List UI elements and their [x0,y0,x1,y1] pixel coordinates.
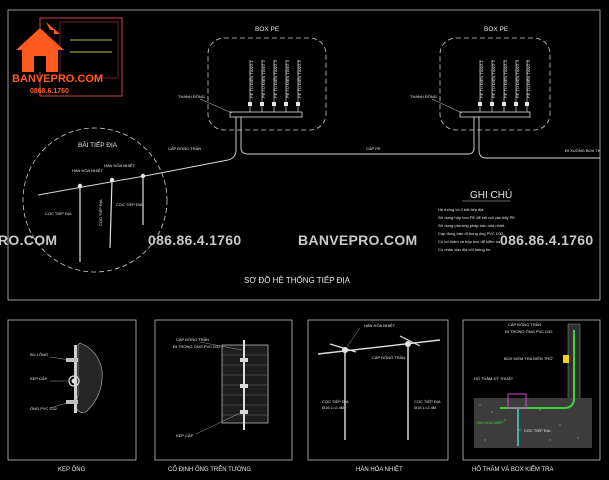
brand-phone: 0868.6.1760 [30,88,69,95]
circuit-labels-right: PE TỦ ĐIỆN TẦNG 1 PE TỦ ĐIỆN TẦNG 2 PE T… [479,59,531,98]
circuit-labels-left: PE TỦ ĐIỆN TẦNG 1 PE TỦ ĐIỆN TẦNG 2 PE T… [249,59,302,98]
note-item: Sử dụng phương pháp hàn hóa nhiệt. [438,223,505,228]
han-hoa-nhiet-2-label: HÀN HÓA NHIỆT [104,163,136,168]
note-item: Hệ thống có 4 bãi tiếp địa. [438,207,484,212]
ho-tham-label: HÀN HÓA NHIỆT [476,420,505,425]
coc-tiep-dia-3-label: CỌC TIẾP ĐỊA [116,202,143,207]
circuit-label: PE TỦ ĐIỆN TẦNG 3 [503,59,508,98]
note-item: Cáp đồng trần đi trong ống PVC D32. [438,231,505,236]
main-title: SƠ ĐỒ HỆ THỐNG TIẾP ĐỊA [244,275,351,285]
watermark-left: RO.COM [0,232,57,248]
detail-ho-tham: CÁP ĐỒNG TRẦN ĐI TRONG ỐNG PVC D32 BOX K… [462,319,601,473]
brand-name: BANVEPRO.COM [12,73,103,85]
ho-tham-label: CÁP ĐỒNG TRẦN [508,322,541,327]
co-dinh-label: CÁP ĐỒNG TRẦN [176,337,209,342]
ho-tham-label: HỐ THĂM KỸ THUẬT [474,376,514,381]
coc-tiep-dia-1-label: CỌC TIẾP ĐỊA [45,211,72,216]
ho-tham-label: BOX KIỂM TRA ĐIỆN TRỞ [504,356,553,361]
kep-ong-label: ỐNG PVC D32 [30,406,58,411]
han-hoa-label: CỌC TIẾP ĐỊA [414,399,441,404]
han-hoa-label: CỌC TIẾP ĐỊA [322,399,349,404]
circuit-label: PE TỦ ĐIỆN TẦNG 2 [491,59,496,98]
circuit-label: PE TỦ ĐIỆN TẦNG 5 [526,59,531,98]
co-dinh-label: KẸP CẤP [176,433,194,438]
detail-kep-ong: BU LÔNG KẸP CẤP ỐNG PVC D32 KẸP ỐNG [7,319,137,473]
han-hoa-title: HÀN HÓA NHIỆT [356,465,403,473]
detail-han-hoa-nhiet: HÀN HÓA NHIỆT CÁP ĐỒNG TRẦN CỌC TIẾP ĐỊA… [307,319,449,473]
notes-heading: GHI CHÚ [470,188,512,201]
co-dinh-title: CỐ ĐỊNH ỐNG TRÊN TƯỜNG [168,465,251,473]
house-logo-icon [16,28,64,72]
cap-pe-right-label: ĐI XUỐNG BOX TK [565,148,601,153]
main-frame [7,9,601,301]
circuit-label: PE TỦ ĐIỆN TẦNG 4 [515,59,520,98]
thanh-dong-left-label: THANH ĐỒNG [178,94,205,99]
co-dinh-label: ĐI TRONG ỐNG PVC D32 [173,344,221,349]
circuit-label: PE TỦ ĐIỆN TẦNG 3 [273,59,278,98]
ho-tham-title: HỐ THĂM VÀ BOX KIỂM TRA [472,466,553,473]
coc-tiep-dia-2-label: CỌC TIẾP ĐỊA [98,199,103,226]
han-hoa-label: CÁP ĐỒNG TRẦN [372,355,405,360]
watermark-center: BANVEPRO.COM [298,232,418,248]
han-hoa-label: HÀN HÓA NHIỆT [364,323,396,328]
circuit-label: PE TỦ ĐIỆN TẦNG 1 [479,59,484,98]
notes-block: GHI CHÚ Hệ thống có 4 bãi tiếp địa. Sử d… [438,188,516,252]
note-item: Sử dụng hộp box PE để kết nối các dây PE… [438,215,516,220]
watermark-phone-right: 086.86.4.1760 [500,232,593,248]
kep-ong-label: BU LÔNG [30,352,48,357]
han-hoa-nhiet-1-label: HÀN HÓA NHIỆT [72,168,104,173]
bai-tiep-dia: BÃI TIẾP ĐỊA HÀN HÓA NHIỆT HÀN HÓA NHIỆT… [22,127,168,273]
box-pe-left: BOX PE THANH ĐỒNG [178,26,327,131]
box-pe-right-label: BOX PE [484,26,509,33]
kep-ong-title: KẸP ỐNG [58,466,86,473]
cap-pe-label: CÁP PE [366,146,381,151]
circuit-label: PE TỦ ĐIỆN TẦNG 1 [249,59,254,98]
circuit-label: PE TỦ ĐIỆN TẦNG 5 [297,59,302,98]
box-pe-left-label: BOX PE [255,26,280,33]
bai-tiep-dia-label: BÃI TIẾP ĐỊA [78,139,118,149]
kep-ong-label: KẸP CẤP [30,376,48,381]
pe-cable [149,117,600,176]
brand-logo: BANVEPRO.COM 0868.6.1760 [12,17,123,97]
circuit-label: PE TỦ ĐIỆN TẦNG 4 [285,59,290,98]
detail-co-dinh-ong: CÁP ĐỒNG TRẦN ĐI TRONG ỐNG PVC D32 KẸP C… [154,319,293,473]
note-item: Có nhãn dán địa chỉ thông tin. [438,247,491,252]
box-pe-right: BOX PE THANH ĐỒNG [410,26,551,131]
han-hoa-label: Ø16 L=2.4M [414,405,436,410]
watermark-phone-left: 086.86.4.1760 [148,232,241,248]
han-hoa-label: Ø16 L=2.4M [322,405,344,410]
thanh-dong-right-label: THANH ĐỒNG [410,94,437,99]
ho-tham-label: ĐI TRONG ỐNG PVC D32 [505,329,553,334]
circuit-label: PE TỦ ĐIỆN TẦNG 2 [261,59,266,98]
ho-tham-label: CỌC TIẾP ĐỊA [524,428,551,433]
note-item: Có hố thăm và hộp box để kiểm tra. [438,239,501,244]
cap-dong-tran-label: CÁP ĐỒNG TRẦN [168,146,201,151]
